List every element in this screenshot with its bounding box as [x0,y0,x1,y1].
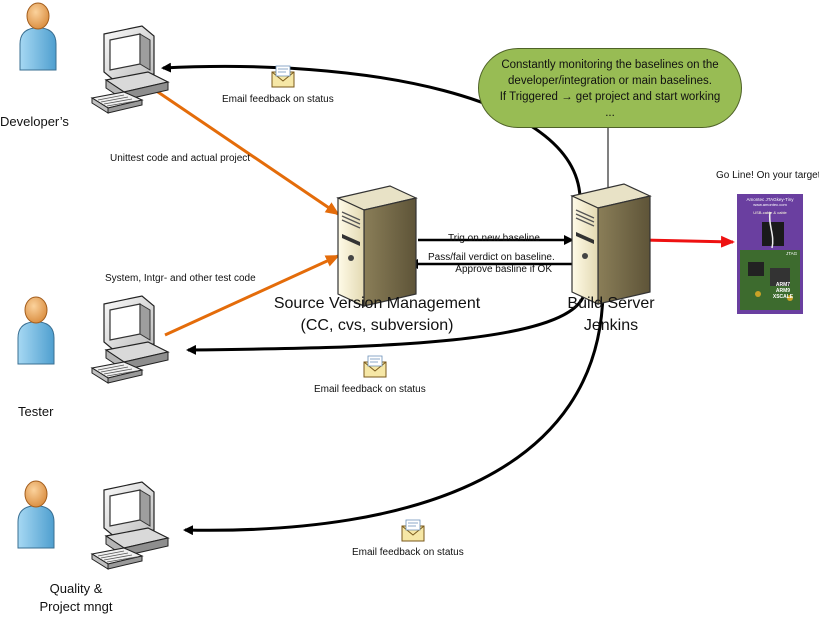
note-line-1: Constantly monitoring the baselines on t… [501,59,719,71]
svm-label-line1: Source Version Management [273,295,481,312]
note-line-2: developer/integration or main baselines. [508,75,712,87]
system-test-arrow [164,254,340,337]
svm-label-line2: (CC, cvs, subversion) [300,317,454,334]
svm-server-icon [337,185,417,307]
quality-label-line1: Quality & [49,581,103,596]
verdict-label-line2: Approve basline if OK [455,264,552,275]
tester-person-icon [17,296,55,365]
developer-computer-icon [91,25,169,114]
board-url: www.amontec.com [753,202,787,207]
email-feedback-tester-label: Email feedback on status [314,384,426,395]
board-chip1: ARM7 [776,282,790,288]
note-line-4: ... [605,107,615,119]
build-server-label-line2: Jenkins [583,317,639,334]
email-arrow-tester [186,289,587,355]
unittest-label: Unittest code and actual project [110,153,251,164]
unittest-arrow [151,86,340,216]
deploy-arrow [641,235,735,248]
board-tag: JTAG [786,251,798,256]
email-feedback-developer-label: Email feedback on status [222,94,334,105]
quality-person-icon [17,480,55,549]
developer-label: Developer’s [0,114,69,129]
board-brand: Amontec JTAGkey-Tiny [746,197,794,202]
system-test-label: System, Intgr- and other test code [105,273,256,284]
board-chip3: XSCALE [773,294,794,300]
developer-person-icon [19,2,57,71]
monitoring-note: Constantly monitoring the baselines on t… [478,48,742,128]
target-board-image: Amontec JTAGkey-Tiny www.amontec.com USB… [737,194,803,314]
email-arrow-quality [183,291,605,536]
build-server-icon [571,183,651,305]
email-arrow-developer [161,62,582,198]
quality-label-line2: Project mngt [39,599,113,614]
verdict-label-line1: Pass/fail verdict on baseline. [428,252,555,263]
note-line-3: If Triggered → get project and start wor… [499,91,721,103]
email-feedback-quality-label: Email feedback on status [352,547,464,558]
email-envelope-icon [401,519,425,542]
target-label: Go Line! On your target [716,170,819,181]
tester-label: Tester [18,404,54,419]
quality-computer-icon [91,481,169,570]
trig-label: Trig on new baseline [448,233,540,244]
board-chip2: ARM9 [776,288,790,294]
build-server-label-line1: Build Server [567,295,655,312]
tester-computer-icon [91,295,169,384]
email-envelope-icon [363,355,387,378]
board-cable: USB-cable & cable [753,210,787,215]
